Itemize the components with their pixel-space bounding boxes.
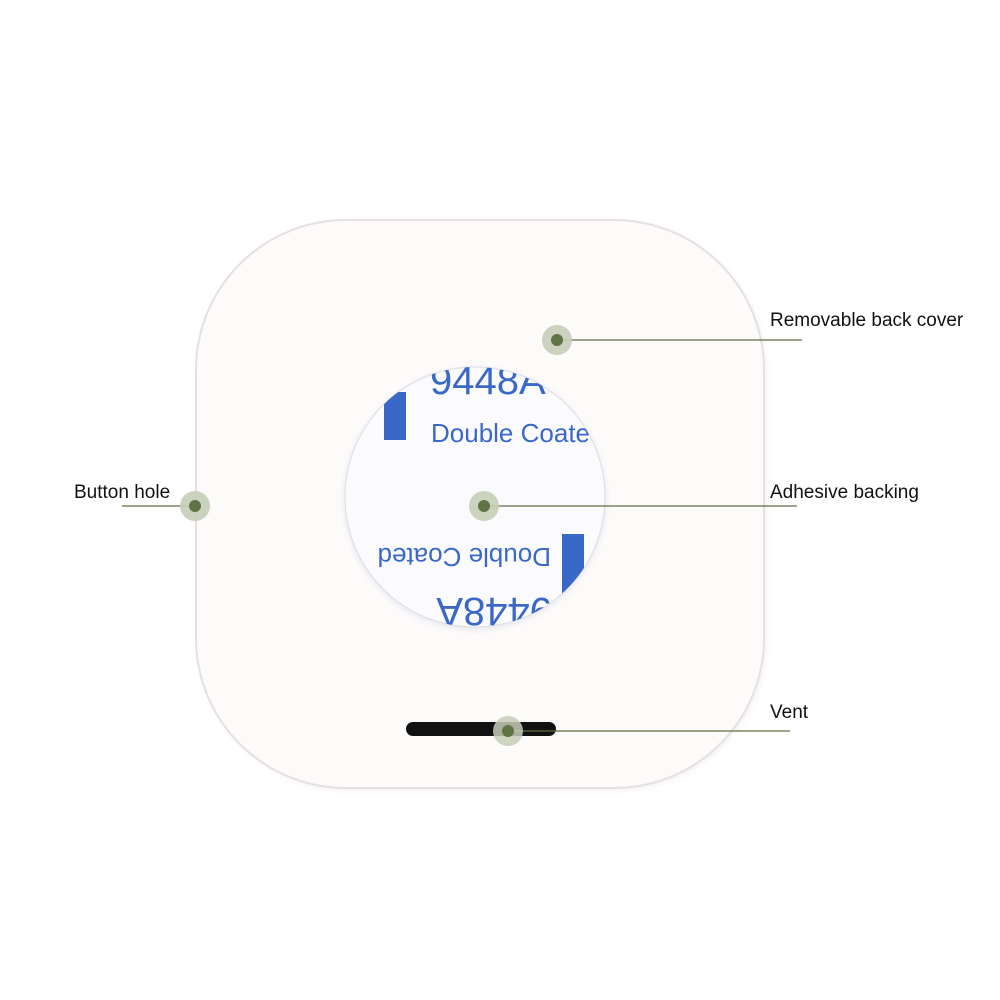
sticker-bar-top: [384, 392, 406, 440]
label-button-hole: Button hole: [74, 482, 171, 503]
sticker-text-bottom: Double Coated: [378, 542, 551, 572]
marker-button-hole: [180, 491, 210, 521]
label-back-cover: Removable back cover: [770, 310, 964, 331]
leader-lines: [122, 339, 802, 732]
marker-vent: [493, 716, 523, 746]
marker-back-cover: [542, 325, 572, 355]
label-vent: Vent: [770, 702, 809, 723]
vent-slot: [406, 722, 556, 736]
sticker-text-top: Double Coated: [431, 418, 604, 448]
marker-adhesive: [469, 491, 499, 521]
label-adhesive-backing: Adhesive backing: [770, 482, 919, 503]
